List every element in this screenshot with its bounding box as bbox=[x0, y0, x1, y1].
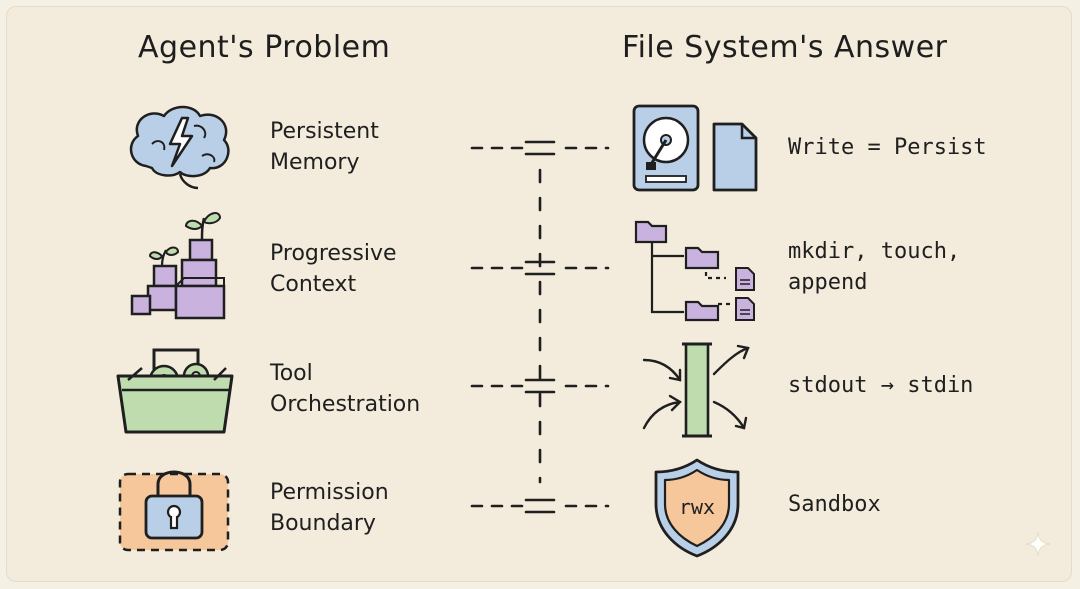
right-heading: File System's Answer bbox=[622, 30, 948, 65]
problem-label-persistent-memory: Persistent Memory bbox=[270, 119, 379, 175]
row-connector-2 bbox=[470, 260, 610, 276]
left-heading: Agent's Problem bbox=[138, 30, 391, 65]
shield-icon: rwx bbox=[654, 458, 740, 558]
answer-label-mkdir: mkdir, touch, append bbox=[788, 239, 961, 295]
padlock-icon bbox=[118, 470, 230, 552]
row-connector-3 bbox=[470, 378, 610, 394]
sparkle-icon bbox=[1025, 531, 1051, 557]
problem-label-tool-orchestration: Tool Orchestration bbox=[270, 361, 421, 417]
shield-rwx-text: rwx bbox=[679, 495, 715, 519]
row-connector-4 bbox=[470, 498, 610, 514]
folder-root bbox=[634, 220, 668, 244]
toolbox-gears-icon bbox=[116, 348, 234, 434]
answer-label-stdout-stdin: stdout → stdin bbox=[788, 373, 974, 398]
row-connector-1 bbox=[470, 140, 610, 156]
answer-label-sandbox: Sandbox bbox=[788, 492, 881, 517]
problem-label-permission-boundary: Permission Boundary bbox=[270, 480, 389, 536]
stacked-cubes-sprout-icon bbox=[130, 212, 226, 320]
problem-label-progressive-context: Progressive Context bbox=[270, 241, 397, 297]
folder-tree-icon bbox=[634, 220, 755, 322]
hard-drive-document-icon bbox=[632, 104, 758, 192]
brain-lightning-icon bbox=[129, 105, 230, 190]
pipe-arrows-icon bbox=[642, 342, 750, 438]
answer-label-write-persist: Write = Persist bbox=[788, 135, 987, 160]
